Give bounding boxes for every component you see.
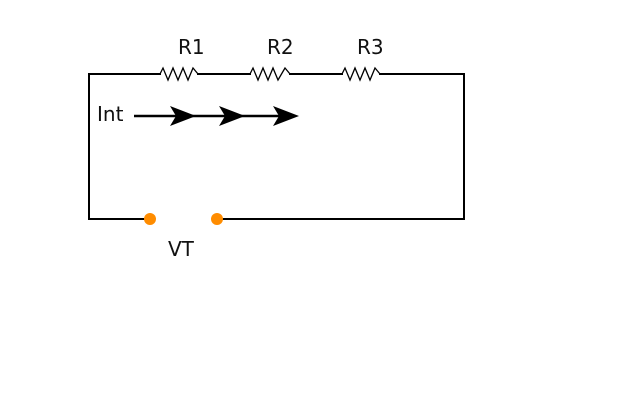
source-terminal-left bbox=[144, 213, 156, 225]
resistor-r1-label: R1 bbox=[178, 35, 205, 59]
resistor-r2 bbox=[249, 66, 291, 82]
resistor-r3 bbox=[341, 66, 381, 82]
current-arrow-head-3 bbox=[273, 106, 299, 126]
resistor-r3-label: R3 bbox=[357, 35, 384, 59]
resistor-r1 bbox=[159, 66, 199, 82]
current-label: Int bbox=[97, 102, 124, 126]
resistor-r2-label: R2 bbox=[267, 35, 294, 59]
current-arrow-head-2 bbox=[219, 106, 245, 126]
source-label: VT bbox=[168, 237, 195, 261]
source-terminal-right bbox=[211, 213, 223, 225]
current-arrow-head-1 bbox=[170, 106, 196, 126]
